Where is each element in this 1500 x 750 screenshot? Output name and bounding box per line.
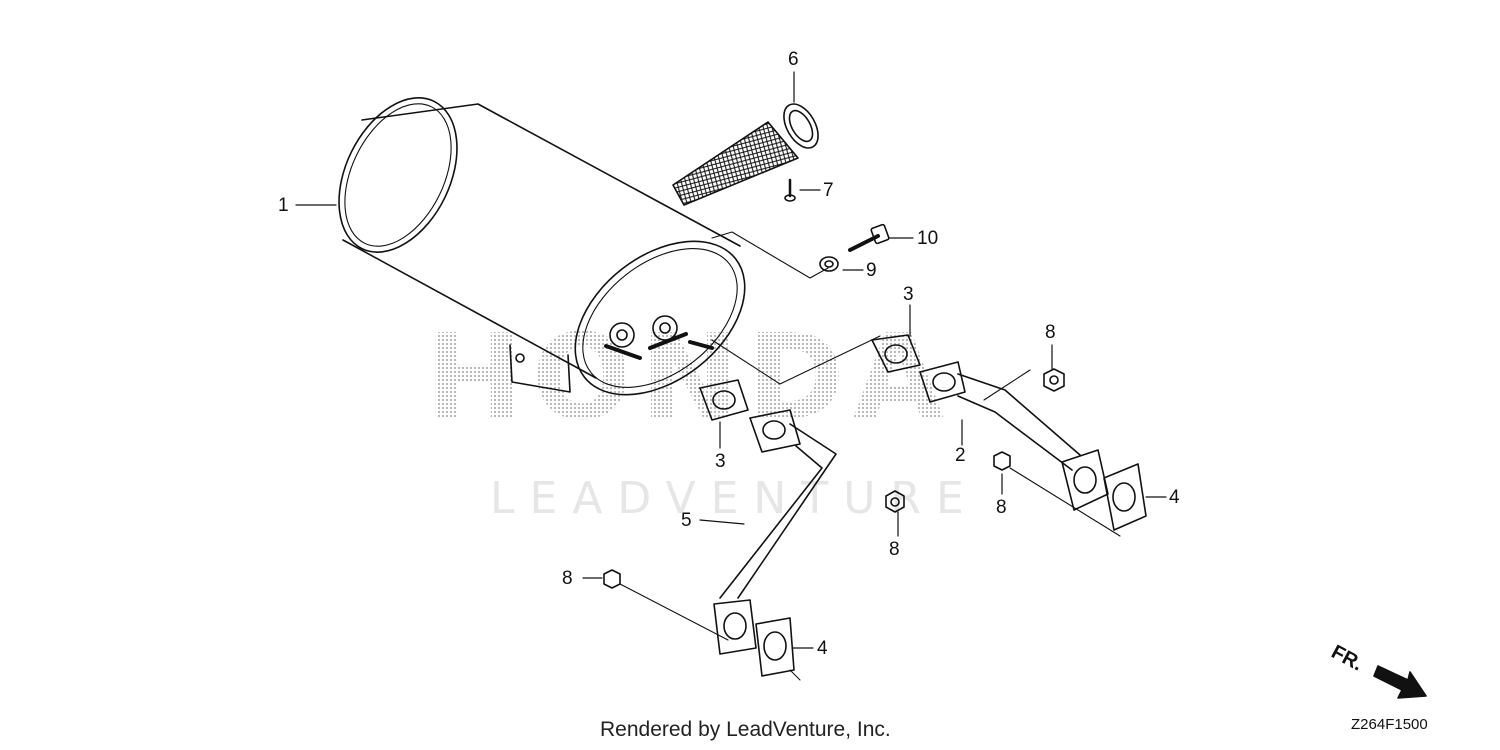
gasket-upper — [871, 334, 921, 373]
nut-upper-right — [1043, 368, 1065, 392]
spark-arrester — [672, 103, 819, 206]
diagram-code: Z264F1500 — [1351, 716, 1428, 733]
nut-center — [885, 490, 905, 513]
nut-left — [603, 569, 621, 589]
nut-right — [993, 451, 1011, 471]
callout-nut-upper-right: 8 — [1045, 322, 1056, 343]
front-arrow-icon — [1373, 665, 1427, 699]
washer — [819, 256, 839, 272]
callout-muffler: 1 — [278, 195, 289, 216]
muffler — [338, 97, 746, 396]
callout-screw: 7 — [823, 180, 834, 201]
callout-gasket-upper: 3 — [903, 284, 914, 305]
callout-nut-left: 8 — [562, 568, 573, 589]
gasket-middle — [699, 379, 749, 421]
exhaust-pipe-left — [713, 409, 837, 655]
exhaust-pipe-right — [919, 361, 1109, 511]
callout-spark-arrester: 6 — [788, 49, 799, 70]
gasket-flange-left — [755, 617, 795, 677]
callout-bolt: 10 — [917, 228, 939, 249]
callout-nut-center: 8 — [889, 539, 900, 560]
callout-washer: 9 — [866, 260, 877, 281]
callout-nut-right: 8 — [996, 497, 1007, 518]
gasket-flange-right — [1103, 463, 1147, 531]
bolt — [848, 223, 890, 252]
callout-gasket-flange-left: 4 — [817, 638, 828, 659]
watermark-sub: LEADVENTURE — [490, 473, 979, 524]
callout-exhaust-pipe-left: 5 — [681, 510, 692, 531]
screw — [784, 178, 796, 202]
footer-credit: Rendered by LeadVenture, Inc. — [600, 718, 891, 741]
callout-gasket-flange-right: 4 — [1169, 487, 1180, 508]
callout-gasket-middle: 3 — [715, 451, 726, 472]
callout-exhaust-pipe-right: 2 — [955, 445, 966, 466]
